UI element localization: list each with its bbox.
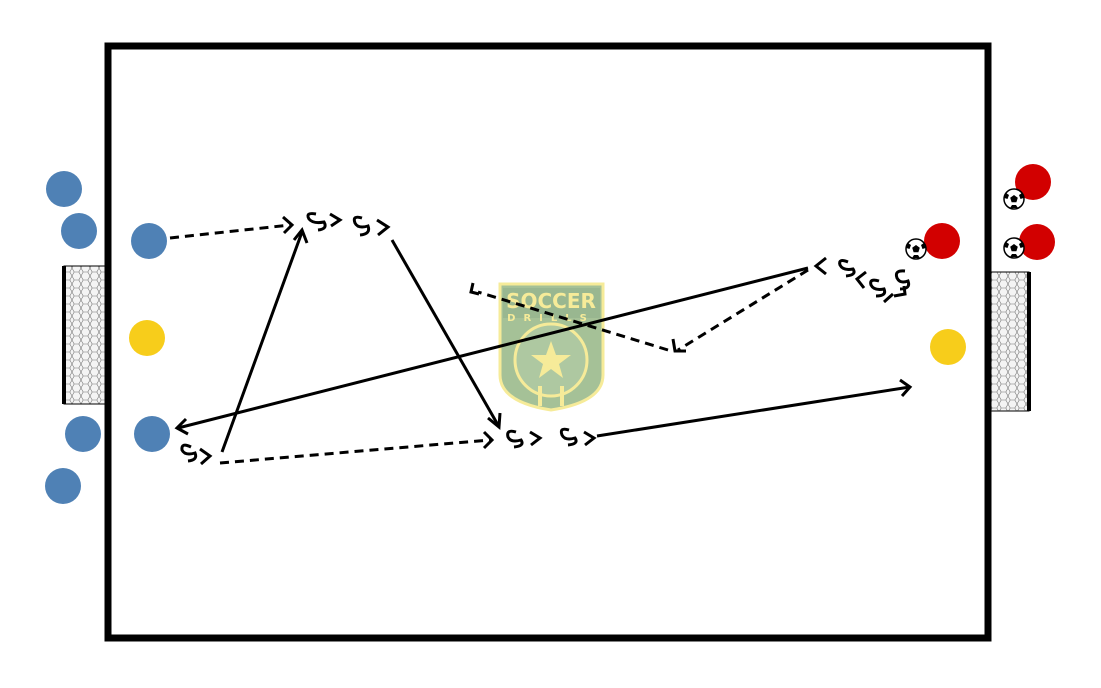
pass-arrowheads — [282, 215, 686, 450]
dribble-icon — [813, 256, 856, 278]
dribble-icon — [506, 429, 543, 449]
blue-player — [134, 416, 170, 452]
pass-arrow — [219, 438, 491, 465]
dribble-icon — [352, 215, 391, 237]
blue-player — [131, 223, 167, 259]
blue-player — [61, 213, 97, 249]
logo-title: SOCCER — [506, 289, 596, 313]
pass-arrow — [169, 223, 291, 240]
blue-player — [46, 171, 82, 207]
soccer-ball-icon — [1003, 237, 1025, 259]
pass-lines — [169, 223, 809, 465]
run-lines — [174, 227, 913, 453]
dribble-marks — [180, 212, 911, 466]
dribble-icon — [854, 270, 894, 304]
red-player — [1015, 164, 1051, 200]
yellow-player — [930, 329, 966, 365]
soccer-ball-icon — [1003, 188, 1025, 210]
logo-subtitle: DRILLS — [507, 313, 595, 324]
right-goal — [990, 271, 1031, 412]
player-markers — [45, 164, 1055, 504]
red-player — [1019, 224, 1055, 260]
pass-arrow — [477, 290, 669, 352]
run-arrow — [220, 231, 304, 453]
shot-arrow — [596, 385, 911, 438]
soccer-drills-logo: SOCCER DRILLS — [498, 282, 605, 412]
blue-player — [65, 416, 101, 452]
dribble-icon — [559, 427, 597, 447]
star-icon — [531, 341, 571, 378]
field-boundary — [104, 42, 992, 642]
blue-player — [45, 468, 81, 504]
left-goal — [62, 265, 106, 405]
dribble-icon — [180, 443, 213, 466]
dribble-icon — [893, 269, 911, 298]
run-arrow — [390, 239, 500, 426]
shot-arrow — [177, 266, 809, 430]
pass-arrow — [677, 268, 809, 352]
red-player — [924, 223, 960, 259]
ball-markers — [905, 188, 1025, 260]
dribble-icon — [306, 212, 343, 232]
yellow-player — [129, 320, 165, 356]
soccer-ball-icon — [905, 238, 927, 260]
